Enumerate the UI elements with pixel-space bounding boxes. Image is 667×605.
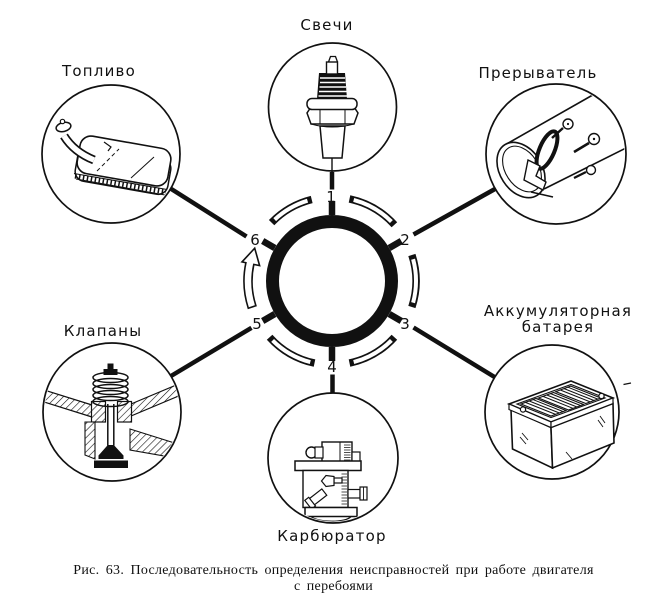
step-number-1: 1 [326, 188, 336, 206]
carburetor-circle [267, 392, 399, 524]
breaker-circle [485, 83, 627, 225]
stray-mark [623, 382, 632, 386]
connector-line-5 [169, 325, 253, 378]
connector-lines [169, 172, 497, 393]
label-valves: Клапаны [63, 322, 143, 340]
battery-circle [484, 344, 620, 480]
label-battery: Аккумуляторная батарея [483, 302, 633, 336]
connector-line-3 [412, 325, 496, 379]
battery-illustration [506, 380, 616, 470]
label-battery-line1: Аккумуляторная [483, 302, 633, 320]
ring-outer-arcs [266, 195, 420, 367]
label-fuel: Топливо [62, 62, 136, 80]
spark-plug-illustration [306, 55, 359, 176]
carburetor-illustration [294, 441, 368, 522]
figure-caption: Рис. 63. Последовательность определения … [0, 563, 667, 594]
step-number-4: 4 [327, 358, 337, 376]
label-breaker: Прерыватель [478, 64, 598, 82]
connector-line-6 [169, 186, 248, 239]
node-circles [41, 42, 627, 524]
breaker-illustration [496, 91, 625, 199]
valves-circle [42, 342, 182, 482]
fuel-circle [41, 84, 181, 224]
connector-line-2 [412, 187, 497, 237]
valves-illustration [44, 363, 180, 468]
ring-spokes [261, 201, 403, 361]
label-spark-plugs: Свечи [300, 16, 354, 34]
ring-circle [266, 215, 398, 347]
fuel-tank-illustration [55, 118, 172, 196]
sequence-ring [240, 195, 420, 367]
step-number-2: 2 [400, 230, 410, 249]
label-carburetor: Карбюратор [277, 527, 387, 545]
step-number-5: 5 [252, 314, 262, 333]
label-battery-line2: батарея [521, 317, 595, 336]
direction-arrow [240, 246, 261, 310]
figure-caption-line2: с перебоями [293, 578, 374, 594]
step-number-3: 3 [400, 314, 410, 333]
figure-caption-line1: Рис. 63. Последовательность определения … [73, 563, 594, 578]
step-number-6: 6 [250, 230, 260, 249]
